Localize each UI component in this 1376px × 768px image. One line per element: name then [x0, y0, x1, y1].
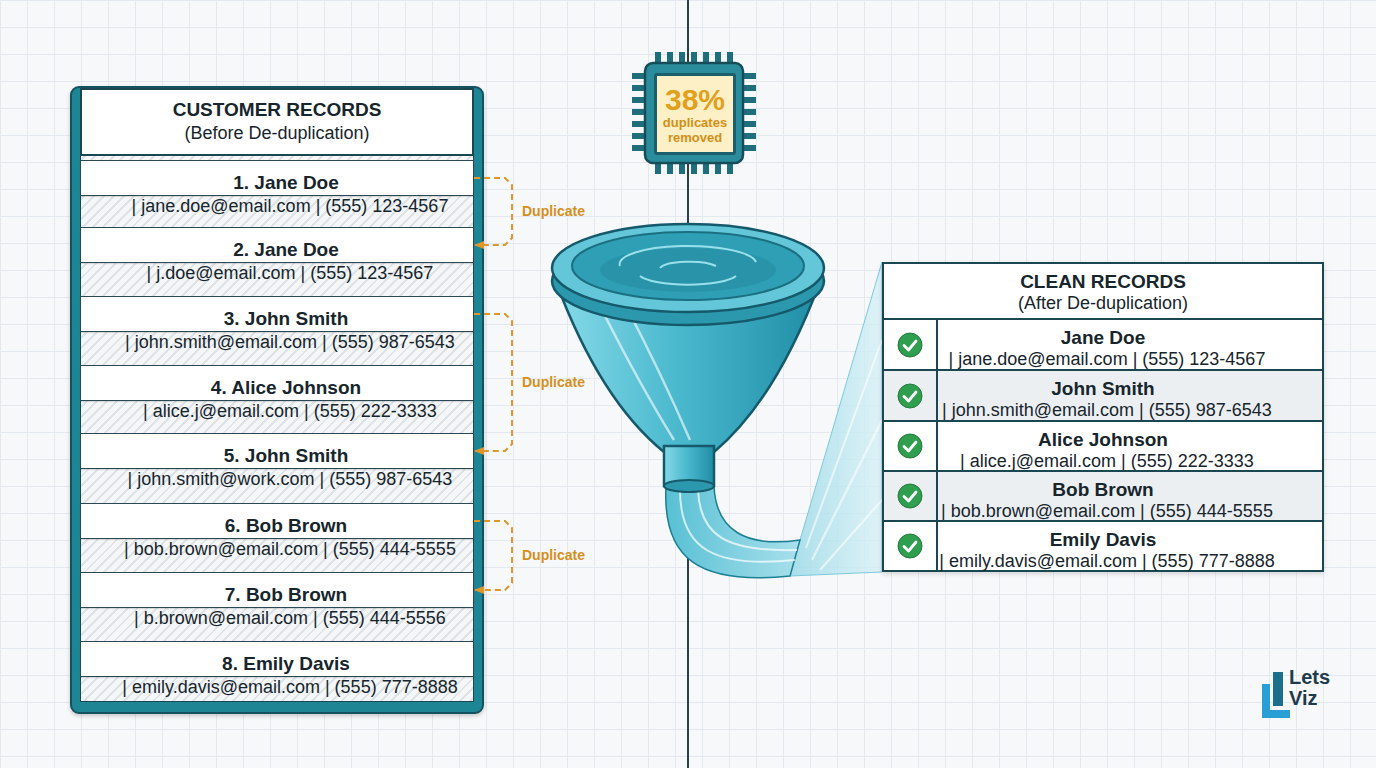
record-row: 7. Bob Brown| b.brown@email.com | (555) …: [80, 572, 474, 608]
funnel-neck-end: [664, 480, 714, 492]
clean-record-row: Bob Brown| bob.brown@email.com | (555) 4…: [884, 470, 1322, 520]
duplicate-bracket: [474, 178, 512, 245]
clean-records-panel: CLEAN RECORDS(After De-duplication) Jane …: [882, 262, 1324, 572]
record-name: Bob Brown: [884, 478, 1322, 502]
record-name: 5. John Smith: [89, 444, 483, 468]
record-row: 2. Jane Doe| j.doe@email.com | (555) 123…: [80, 227, 474, 263]
record-details: | jane.doe@email.com | (555) 123-4567: [93, 195, 487, 217]
panel-subtitle: (Before De-duplication): [80, 122, 474, 144]
record-name: 2. Jane Doe: [89, 238, 483, 262]
check-mark: [904, 392, 916, 401]
stat-value: 38%: [665, 84, 725, 115]
check-circle: [898, 434, 922, 458]
funnel-swirl: [620, 246, 756, 285]
check-circle: [898, 484, 922, 508]
record-name: John Smith: [884, 377, 1322, 401]
logo-text: Lets Viz: [1289, 667, 1335, 709]
clean-record-row: John Smith| john.smith@email.com | (555)…: [884, 369, 1322, 420]
column-divider: [936, 371, 938, 420]
record-row: 3. John Smith| john.smith@email.com | (5…: [80, 296, 474, 332]
check-mark: [904, 492, 916, 501]
record-name: 1. Jane Doe: [89, 171, 483, 195]
record-details: | alice.j@email.com | (555) 222-3333: [93, 400, 487, 422]
funnel-inside: [572, 232, 804, 300]
clean-record-row: Emily Davis| emily.davis@email.com | (55…: [884, 520, 1322, 570]
record-name: Jane Doe: [884, 326, 1322, 350]
check-icon: [897, 483, 923, 509]
record-details: | bob.brown@email.com | (555) 444-5555: [93, 538, 487, 560]
record-name: Alice Johnson: [884, 428, 1322, 452]
record-row: 1. Jane Doe| jane.doe@email.com | (555) …: [80, 160, 474, 196]
record-name: 4. Alice Johnson: [89, 376, 483, 400]
record-details: | john.smith@email.com | (555) 987-6543: [93, 331, 487, 353]
record-details: | emily.davis@email.com | (555) 777-8888: [93, 676, 487, 698]
check-circle: [898, 534, 922, 558]
record-row: 8. Emily Davis| emily.davis@email.com | …: [80, 641, 474, 677]
funnel-stream: [666, 486, 800, 578]
record-name: 6. Bob Brown: [89, 514, 483, 538]
record-name: 3. John Smith: [89, 307, 483, 331]
panel-title: CLEAN RECORDS: [884, 270, 1322, 294]
header-box: [80, 88, 474, 156]
duplicate-label: Duplicate: [522, 374, 585, 390]
check-mark: [904, 442, 916, 451]
check-icon: [897, 533, 923, 559]
check-icon: [897, 332, 923, 358]
logo-mark: [1273, 672, 1283, 706]
record-details: | bob.brown@email.com | (555) 444-5555: [888, 500, 1326, 522]
funnel-rim: [552, 224, 824, 312]
record-row: 6. Bob Brown| bob.brown@email.com | (555…: [80, 503, 474, 539]
duplicate-bracket: [474, 521, 512, 590]
stat-chip: 38%duplicates removed: [654, 73, 736, 155]
record-row: 5. John Smith| john.smith@work.com | (55…: [80, 433, 474, 469]
check-circle: [898, 384, 922, 408]
duplicate-label: Duplicate: [522, 547, 585, 563]
clean-record-row: Alice Johnson| alice.j@email.com | (555)…: [884, 420, 1322, 470]
check-icon: [897, 383, 923, 409]
chip-pins: [632, 52, 756, 174]
record-name: 7. Bob Brown: [89, 583, 483, 607]
chip-body: [645, 63, 743, 163]
column-divider: [936, 422, 938, 470]
column-divider: [936, 472, 938, 520]
record-details: | john.smith@email.com | (555) 987-6543: [888, 399, 1326, 421]
record-details: | j.doe@email.com | (555) 123-4567: [93, 262, 487, 284]
duplicate-label: Duplicate: [522, 203, 585, 219]
clean-record-row: Jane Doe| jane.doe@email.com | (555) 123…: [884, 318, 1322, 369]
check-mark: [904, 542, 916, 551]
record-details: | john.smith@work.com | (555) 987-6543: [93, 468, 487, 490]
records-panel: CUSTOMER RECORDS(Before De-duplication) 1…: [70, 86, 484, 714]
record-name: 8. Emily Davis: [89, 652, 483, 676]
column-divider: [936, 522, 938, 570]
panel-subtitle: (After De-duplication): [884, 292, 1322, 314]
stream-streak: [680, 490, 797, 562]
column-divider: [936, 320, 938, 369]
panel-title: CUSTOMER RECORDS: [80, 98, 474, 122]
record-details: | b.brown@email.com | (555) 444-5556: [93, 607, 487, 629]
record-row: 4. Alice Johnson| alice.j@email.com | (5…: [80, 365, 474, 401]
stat-caption: duplicates removed: [657, 115, 733, 145]
record-name: Emily Davis: [884, 528, 1322, 552]
duplicate-bracket: [474, 314, 512, 451]
check-icon: [897, 433, 923, 459]
check-circle: [898, 333, 922, 357]
record-details: | alice.j@email.com | (555) 222-3333: [888, 450, 1326, 472]
record-details: | jane.doe@email.com | (555) 123-4567: [888, 348, 1326, 370]
record-details: | emily.davis@email.com | (555) 777-8888: [888, 550, 1326, 572]
fan-streak: [806, 340, 882, 570]
check-mark: [904, 341, 916, 350]
